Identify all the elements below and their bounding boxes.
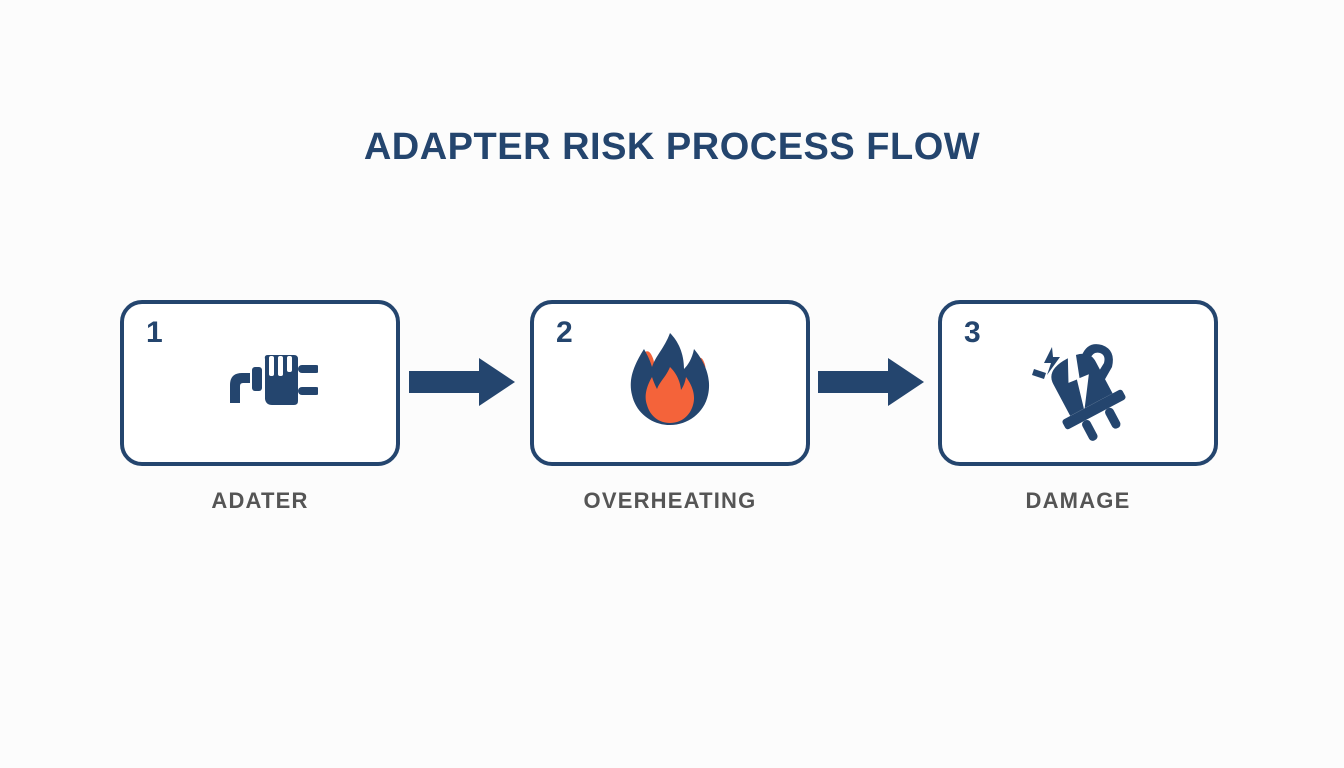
process-step-2[interactable]: 2 OVERHEATING (530, 300, 810, 514)
step-1-box[interactable]: 1 (120, 300, 400, 466)
step-2-box[interactable]: 2 (530, 300, 810, 466)
process-step-1[interactable]: 1 (120, 300, 400, 514)
power-plug-icon (202, 325, 318, 441)
flame-icon (612, 325, 728, 441)
step-1-label: ADATER (211, 488, 309, 513)
arrow-step2-to-step3 (818, 358, 924, 406)
process-flow: 1 (0, 300, 1344, 530)
process-step-3[interactable]: 3 (938, 300, 1218, 514)
step-1-number: 1 (146, 316, 163, 349)
step-2-label: OVERHEATING (583, 488, 757, 513)
page-title: ADAPTER RISK PROCESS FLOW (363, 126, 981, 168)
step-2-number: 2 (556, 316, 573, 349)
broken-plug-icon (1020, 325, 1136, 441)
step-3-box[interactable]: 3 (938, 300, 1218, 466)
step-3-number: 3 (964, 316, 981, 349)
arrow-step1-to-step2 (409, 358, 515, 406)
step-3-label: DAMAGE (1025, 488, 1131, 513)
